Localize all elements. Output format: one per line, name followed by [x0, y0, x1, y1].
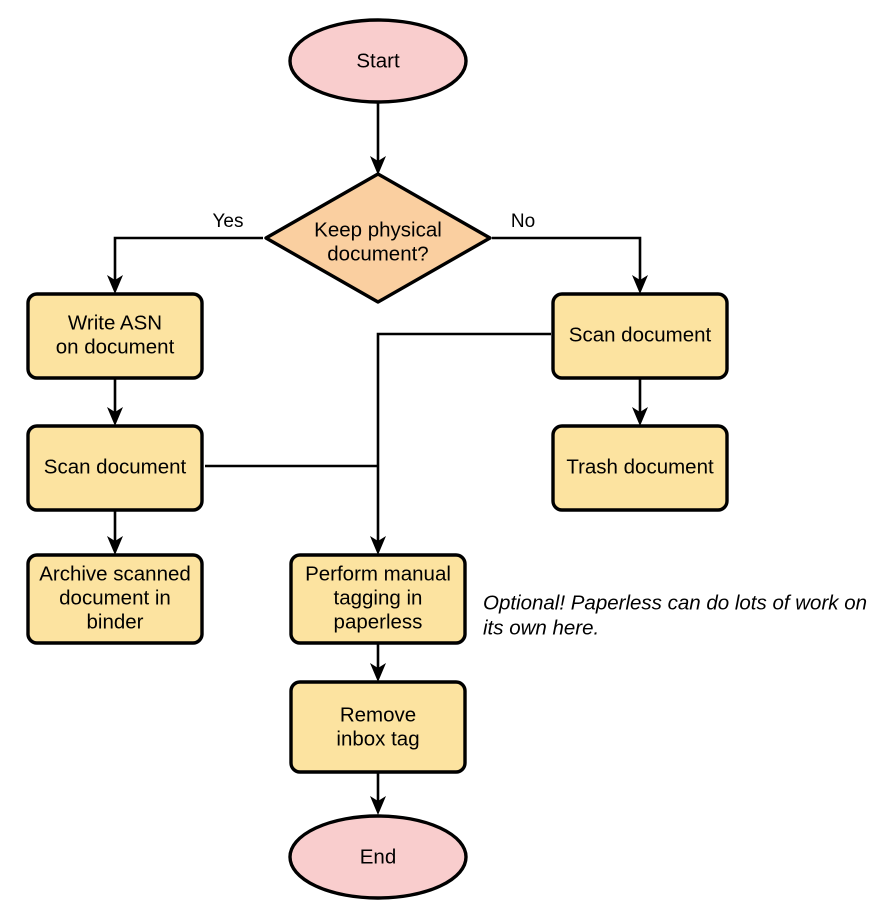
scan-document-left-label: Scan document — [44, 455, 187, 478]
node-trash-document[interactable]: Trash document — [551, 424, 729, 512]
decision-diamond-shape — [264, 172, 492, 304]
remove-inbox-label-line1: Remove — [340, 703, 416, 726]
edge-start-to-decision — [370, 103, 386, 175]
scan-document-left-box-shape — [26, 424, 204, 512]
node-end[interactable]: End — [288, 814, 468, 900]
edge-scan-right-to-trash — [632, 378, 648, 426]
remove-inbox-label-line2: inbox tag — [336, 727, 419, 750]
remove-inbox-box-shape — [289, 680, 467, 774]
edge-label-no: No — [511, 211, 535, 232]
edge-decision-to-scan-right — [492, 236, 648, 294]
end-label: End — [360, 845, 396, 868]
edge-remove-inbox-to-end — [370, 772, 386, 815]
node-perform-manual-tagging[interactable]: Perform manual tagging in paperless — [289, 553, 467, 645]
end-ellipse-shape — [288, 814, 468, 900]
write-asn-box-shape — [26, 292, 204, 380]
decision-label-line1: Keep physical — [314, 218, 442, 241]
trash-document-label: Trash document — [566, 455, 714, 478]
edge-label-yes: Yes — [213, 211, 244, 232]
tagging-label-line2: tagging in — [334, 586, 423, 609]
archive-box-shape — [26, 553, 204, 645]
node-remove-inbox-tag[interactable]: Remove inbox tag — [289, 680, 467, 774]
archive-label-line2: document in — [59, 586, 171, 609]
tagging-label-line3: paperless — [334, 610, 423, 633]
tagging-box-shape — [289, 553, 467, 645]
annotation-optional-note: Optional! Paperless can do lots of work … — [483, 591, 867, 639]
decision-label-line2: document? — [327, 242, 428, 265]
scan-document-right-box-shape — [551, 292, 729, 380]
node-scan-document-right[interactable]: Scan document — [551, 292, 729, 380]
tagging-label-line1: Perform manual — [305, 562, 451, 585]
scan-document-right-label: Scan document — [569, 323, 712, 346]
optional-note-line1: Optional! Paperless can do lots of work … — [483, 591, 867, 614]
start-ellipse-shape — [288, 18, 468, 104]
archive-label-line3: binder — [87, 610, 144, 633]
node-archive-scanned-document[interactable]: Archive scanned document in binder — [26, 553, 204, 645]
start-label: Start — [356, 49, 400, 72]
edge-decision-to-write-asn — [107, 236, 263, 294]
write-asn-label-line2: on document — [56, 335, 175, 358]
node-start[interactable]: Start — [288, 18, 468, 104]
edge-tagging-to-remove-inbox — [370, 640, 386, 682]
node-decision-keep-physical-document[interactable]: Keep physical document? — [264, 172, 492, 304]
write-asn-label-line1: Write ASN — [68, 311, 162, 334]
edge-write-asn-to-scan-left — [107, 378, 123, 426]
archive-label-line1: Archive scanned — [39, 562, 191, 585]
node-write-asn-on-document[interactable]: Write ASN on document — [26, 292, 204, 380]
edge-scan-right-to-tagging — [370, 332, 551, 555]
trash-document-box-shape — [551, 424, 729, 512]
edge-scan-left-to-archive — [107, 510, 123, 555]
node-scan-document-left[interactable]: Scan document — [26, 424, 204, 512]
optional-note-line2: its own here. — [483, 616, 599, 639]
